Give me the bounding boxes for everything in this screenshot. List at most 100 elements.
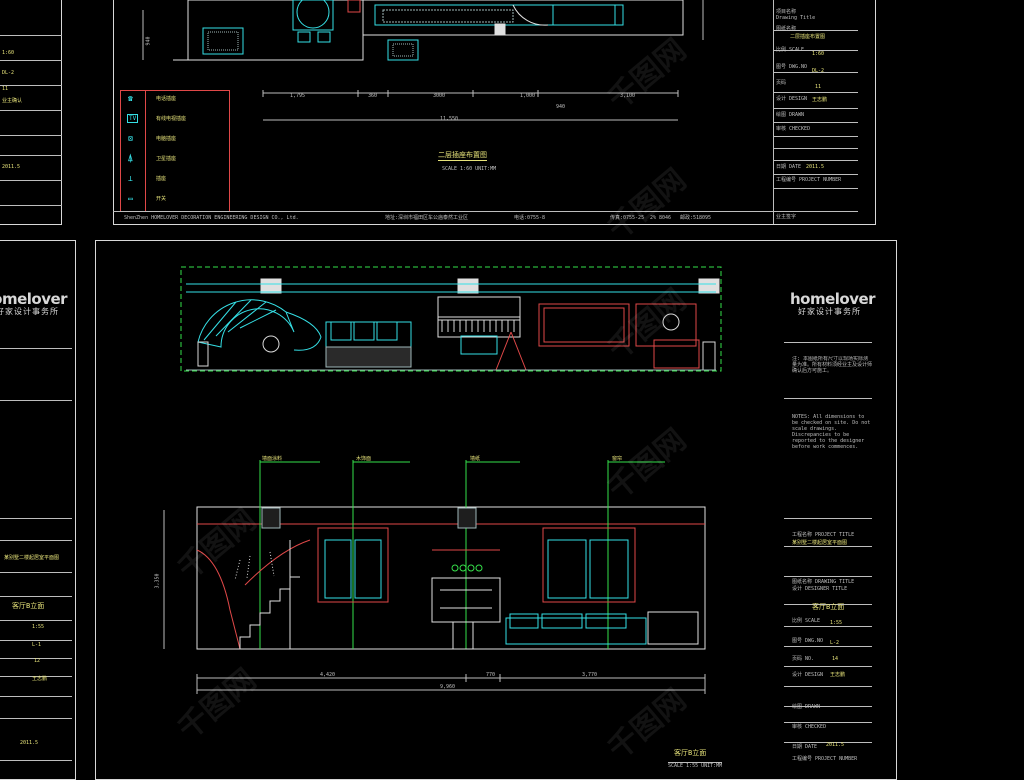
- elevation-scale: SCALE 1:55 UNIT:MM: [668, 762, 723, 769]
- right-logo-sub: 好家设计事务所: [798, 307, 861, 316]
- tb-scale-value: 1:60: [812, 51, 825, 57]
- tb-label: Drawing Title: [776, 15, 816, 21]
- left-design: 王志鹏: [32, 676, 48, 682]
- elev-height-dim: 3,350: [154, 573, 161, 589]
- tb-label: 比例 SCALE: [776, 47, 805, 53]
- right-row-label: 页码 NO.: [792, 656, 815, 662]
- left-top-col: [0, 0, 62, 224]
- right-scale-value: 1:55: [830, 620, 843, 626]
- callout-wood: 木饰面: [356, 456, 372, 462]
- top-dim-7: 11,550: [440, 116, 459, 122]
- left-col-dwg: DL-2: [2, 70, 15, 76]
- right-logo: homelover: [790, 290, 876, 308]
- right-designer-label: 设计 DESIGNER TITLE: [792, 586, 848, 592]
- tb-label: 图号 DWG.NO: [776, 64, 808, 70]
- section-elevation: [180, 266, 722, 372]
- right-row-label: 工程编号 PROJECT NUMBER: [792, 756, 858, 762]
- right-row-label: 审核 CHECKED: [792, 724, 827, 730]
- tv-icon: TV: [127, 114, 139, 123]
- footer-postal: 邮政:518095: [680, 215, 712, 221]
- tb-label: 页码: [776, 80, 787, 86]
- plan-title: 二层插座布置图: [438, 151, 487, 161]
- left-date: 2011.5: [20, 740, 39, 746]
- elev-dim-1: 4,420: [320, 672, 336, 678]
- tb-dwg-value: DL-2: [812, 68, 825, 74]
- elev-dim-3: 3,770: [582, 672, 598, 678]
- callout-curtain: 窗帘: [612, 456, 623, 462]
- left-sheet-name: 客厅B立面: [12, 602, 45, 610]
- tb-label: 工程编号 PROJECT NUMBER: [776, 177, 842, 183]
- top-dim-3: 3000: [433, 93, 446, 99]
- left-col-scale: 1:60: [2, 50, 15, 56]
- left-logo-sub: 好家设计事务所: [0, 307, 59, 316]
- callout-wallpaper: 墙纸: [470, 456, 481, 462]
- top-footer-line: [113, 211, 773, 212]
- top-dim-8: 940: [145, 36, 152, 46]
- antenna-icon: ⍋: [128, 154, 133, 163]
- footer-fax: 传真:0755-25: [610, 215, 645, 221]
- tb-label: 日期 DATE: [776, 164, 802, 170]
- tb-page-value: 11: [815, 84, 822, 90]
- legend-label: 有线电视插座: [156, 116, 187, 122]
- right-date-value: 2011.5: [826, 742, 845, 748]
- legend-label: 电话插座: [156, 96, 177, 102]
- left-col-page: 11: [2, 86, 9, 92]
- right-notes-en: NOTES: All dimensions to be checked on s…: [792, 414, 871, 450]
- left-col-design: 业主确认: [2, 98, 23, 104]
- right-row-label: 比例 SCALE: [792, 618, 821, 624]
- socket-legend: [120, 90, 230, 212]
- legend-label: 卫星插座: [156, 156, 177, 162]
- tb-design-value: 王志鹏: [812, 97, 828, 103]
- top-drawing-sheet: [113, 0, 876, 225]
- top-dim-4: 1,000: [520, 93, 536, 99]
- phone-icon: ☎: [128, 94, 133, 103]
- right-drawing-label: 图纸名称 DRAWING TITLE: [792, 579, 855, 585]
- switch-icon: ▭: [128, 194, 133, 203]
- network-icon: ⊠: [128, 134, 133, 143]
- right-title-block: [784, 248, 872, 768]
- right-dwg-value: L-2: [830, 640, 840, 646]
- plan-scale: SCALE 1:60 UNIT:MM: [442, 166, 497, 172]
- left-col-date: 2011.5: [2, 164, 21, 170]
- right-row-label: 设计 DESIGN: [792, 672, 824, 678]
- right-project: 某别墅二楼起居室平面图: [792, 540, 848, 546]
- tb-date-value: 2011.5: [806, 164, 825, 170]
- right-project-label: 工程名称 PROJECT TITLE: [792, 532, 855, 538]
- legend-label: 插座: [156, 176, 167, 182]
- left-top-sheet: [0, 0, 62, 225]
- top-floor-plan: [142, 0, 704, 121]
- callout-paint: 墙面涂料: [262, 456, 283, 462]
- elev-dim-total: 9,960: [440, 684, 456, 690]
- right-row-label: 日期 DATE: [792, 744, 818, 750]
- left-dwg: L-1: [32, 642, 42, 648]
- living-room-elevation: [163, 460, 706, 694]
- top-dim-6: 940: [556, 104, 566, 110]
- top-dim-2: 360: [368, 93, 378, 99]
- tb-label: 项目名称: [776, 9, 797, 15]
- socket-icon: ⊥: [128, 174, 133, 183]
- legend-label: 电脑插座: [156, 136, 177, 142]
- tb-label: 绘图 DRAWN: [776, 112, 805, 118]
- right-drawing-name: 客厅B立面: [812, 603, 845, 611]
- left-project: 某别墅二楼起居室平面图: [4, 555, 60, 561]
- left-partial-lines: [0, 340, 72, 768]
- top-dim-5: 3,100: [620, 93, 636, 99]
- footer-phone: 电话:0755-8: [514, 215, 546, 221]
- left-scale: 1:55: [32, 624, 45, 630]
- right-design-value: 王志鹏: [830, 672, 846, 678]
- tb-label: 图纸名称: [776, 26, 797, 32]
- footer-extra: 2% 8046: [650, 215, 672, 221]
- footer-address: 地址:深圳市福田区车公庙泰然工业区: [385, 215, 469, 221]
- right-row-label: 图号 DWG.NO: [792, 638, 824, 644]
- tb-label: 审核 CHECKED: [776, 126, 811, 132]
- tb-label: 设计 DESIGN: [776, 96, 808, 102]
- right-page-value: 14: [832, 656, 839, 662]
- tb-drawing-name: 二层插座布置图: [790, 34, 826, 40]
- right-row-label: 绘图 DRAWN: [792, 704, 821, 710]
- left-logo: homelover: [0, 290, 68, 308]
- footer-company: ShenZhen HOMELOVER DECORATION ENGINEERIN…: [124, 215, 299, 221]
- tb-client: 业主签字: [776, 214, 797, 220]
- elev-dim-2: 770: [486, 672, 496, 678]
- top-dim-1: 1,795: [290, 93, 306, 99]
- left-page: 12: [34, 658, 41, 664]
